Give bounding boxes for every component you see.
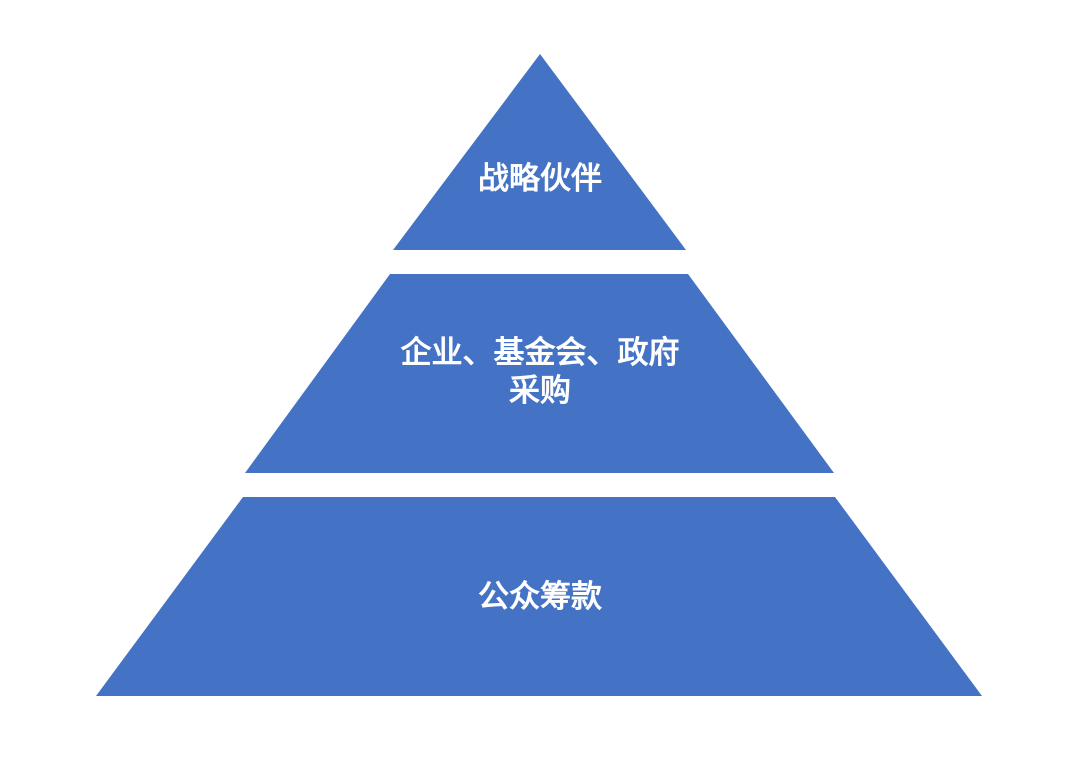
- tier-middle-label: 企业、基金会、政府 采购: [0, 334, 1080, 410]
- tier-top-label-line: 战略伙伴: [478, 161, 602, 197]
- tier-middle-label-line-1: 企业、基金会、政府: [400, 335, 680, 371]
- tier-middle-label-line-2: 采购: [509, 373, 571, 409]
- tier-middle-trapezoid: [245, 274, 834, 473]
- tier-top-triangle: [393, 54, 686, 250]
- tier-bottom-trapezoid: [96, 497, 982, 696]
- tier-top-label: 战略伙伴: [0, 160, 1080, 198]
- tier-bottom-label: 公众筹款: [0, 578, 1080, 616]
- tier-bottom-label-line: 公众筹款: [478, 579, 602, 615]
